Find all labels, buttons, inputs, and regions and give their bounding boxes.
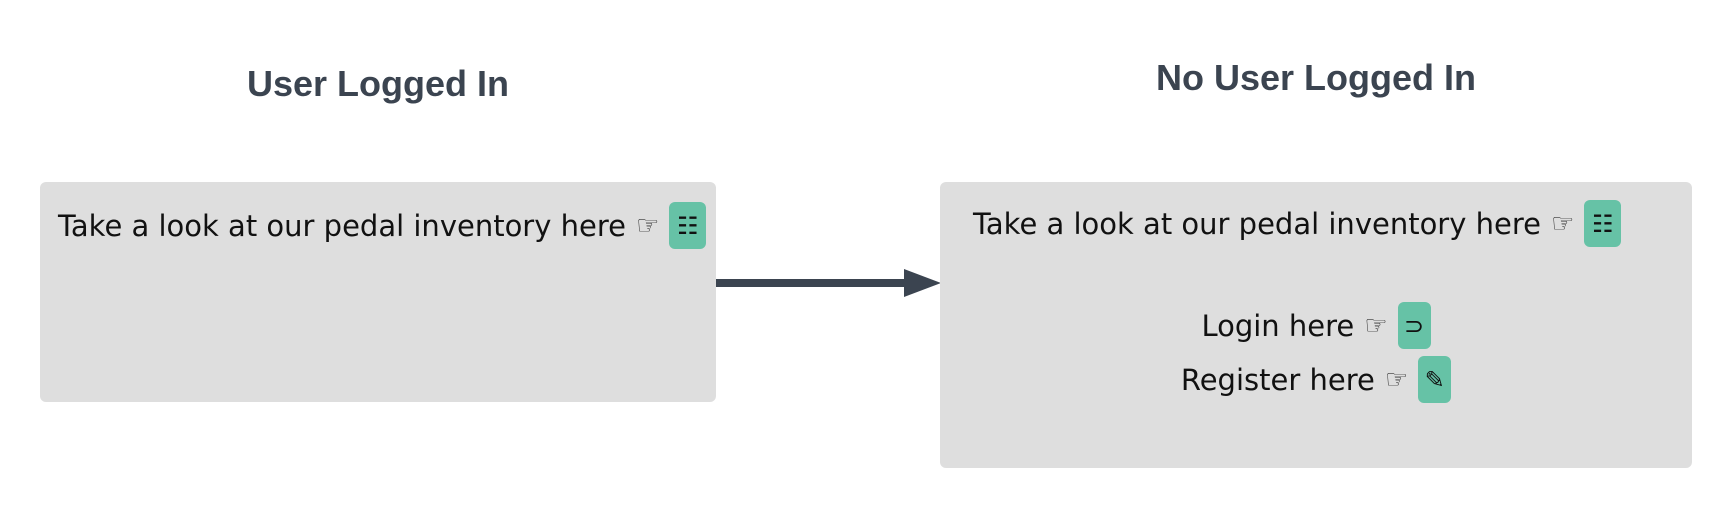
transition-arrow xyxy=(716,269,941,297)
register-line: Register here ☞ ✎ xyxy=(940,356,1692,403)
register-label: Register here xyxy=(1180,362,1375,397)
inventory-line: Take a look at our pedal inventory here … xyxy=(58,202,707,249)
arrow-head xyxy=(904,269,941,297)
pointing-hand-icon: ☞ xyxy=(1384,364,1409,395)
login-line: Login here ☞ ⊃ xyxy=(940,302,1692,349)
logged-in-panel: Take a look at our pedal inventory here … xyxy=(40,182,716,402)
heading-user-logged-in: User Logged In xyxy=(246,63,510,104)
inventory-line: Take a look at our pedal inventory here … xyxy=(973,200,1622,247)
pencil-icon[interactable]: ✎ xyxy=(1418,356,1452,403)
inventory-label: Take a look at our pedal inventory here xyxy=(973,206,1541,241)
pointing-hand-icon: ☞ xyxy=(1364,310,1388,341)
login-label: Login here xyxy=(1201,308,1355,343)
heading-no-user-logged-in: No User Logged In xyxy=(1155,57,1477,98)
inventory-list-icon[interactable]: ☷ xyxy=(1584,200,1622,247)
login-icon[interactable]: ⊃ xyxy=(1397,302,1431,349)
pointing-hand-icon: ☞ xyxy=(635,210,660,241)
inventory-label: Take a look at our pedal inventory here xyxy=(58,208,626,243)
pointing-hand-icon: ☞ xyxy=(1550,208,1575,239)
logged-out-panel: Take a look at our pedal inventory here … xyxy=(940,182,1692,468)
inventory-list-icon[interactable]: ☷ xyxy=(669,202,707,249)
